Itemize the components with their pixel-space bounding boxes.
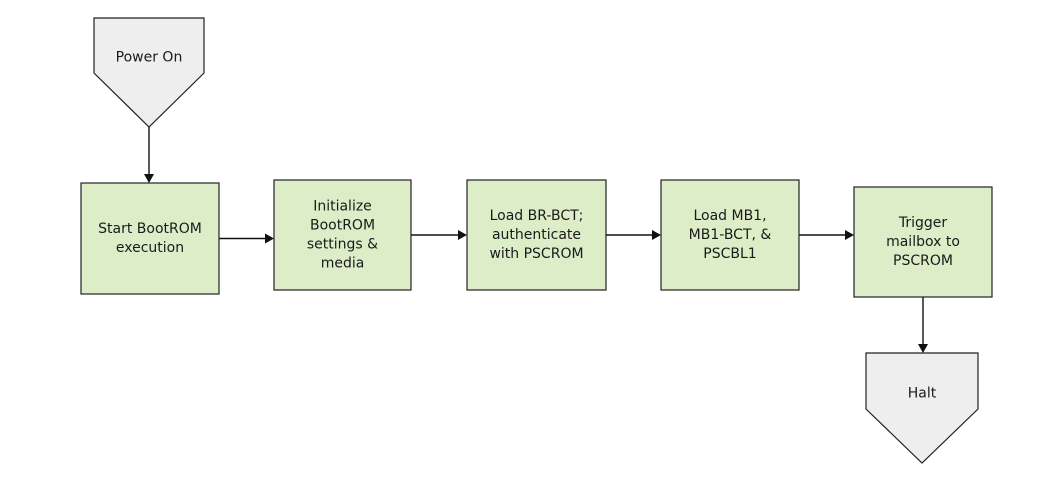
node-label-line: media <box>321 256 365 272</box>
node-label-line: with PSCROM <box>489 246 583 262</box>
node-start-bootrom: Start BootROM execution <box>80 182 220 295</box>
node-label-line: PSCBL1 <box>703 246 756 262</box>
node-label-line: Load BR-BCT; <box>490 208 584 224</box>
edge-arrow <box>606 230 661 240</box>
node-label-line: MB1-BCT, & <box>689 227 772 243</box>
process-box <box>80 182 220 295</box>
terminal-shape <box>93 17 205 128</box>
edge-arrow <box>219 233 274 244</box>
node-label-line: PSCROM <box>893 253 953 269</box>
node-trigger-mailbox: Trigger mailbox to PSCROM <box>853 186 993 298</box>
node-label-line: Initialize <box>313 199 372 215</box>
node-label-line: Trigger <box>898 215 948 231</box>
nodes-layer: Power On Start BootROM execution Initialize… <box>80 17 993 464</box>
edge-arrow <box>918 297 928 353</box>
terminal-shape <box>865 352 979 464</box>
node-label-line: Load MB1, <box>693 208 766 224</box>
node-power-on: Power On <box>93 17 205 128</box>
node-label-line: Power On <box>116 50 183 66</box>
process-box <box>853 186 993 298</box>
node-label-line: authenticate <box>492 227 581 243</box>
process-box <box>273 179 412 291</box>
edges-layer <box>144 127 928 353</box>
node-label-line: Start BootROM <box>98 221 202 237</box>
node-label-line: Halt <box>908 385 937 401</box>
process-box <box>660 179 800 291</box>
node-load-brbct: Load BR-BCT; authenticate with PSCROM <box>466 179 607 291</box>
process-box <box>466 179 607 291</box>
edge-arrow <box>144 127 154 183</box>
node-label-line: BootROM <box>310 218 375 234</box>
edge-arrow <box>799 230 854 240</box>
node-label-line: execution <box>116 240 184 256</box>
node-load-mb1: Load MB1, MB1-BCT, & PSCBL1 <box>660 179 800 291</box>
node-label-line: mailbox to <box>886 234 960 250</box>
node-label-line: settings & <box>307 237 378 253</box>
edge-arrow <box>411 230 467 240</box>
node-halt: Halt <box>865 352 979 464</box>
